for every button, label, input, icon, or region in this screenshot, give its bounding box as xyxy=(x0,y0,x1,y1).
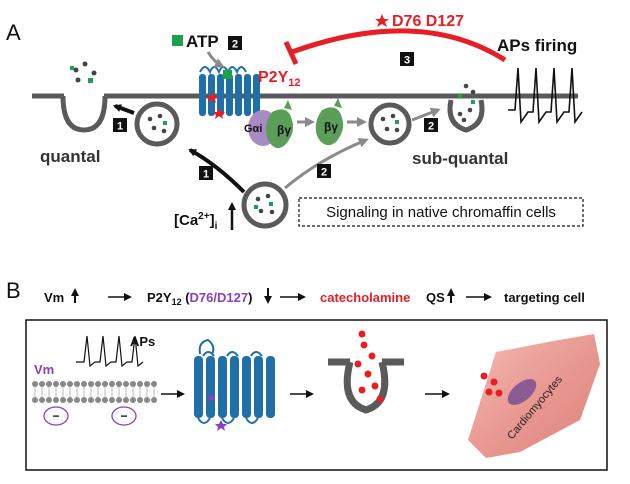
g-protein-complex xyxy=(248,100,294,149)
vesicle-quantal-docked xyxy=(134,101,180,147)
d127-site-b xyxy=(215,420,227,431)
arrow-quantal-path xyxy=(188,148,246,194)
mutation-label-a: D76 D127 xyxy=(392,13,464,30)
step-badge-2-atp: 2 xyxy=(228,36,242,51)
svg-text:1: 1 xyxy=(117,121,123,133)
panel-b-frame xyxy=(25,319,608,471)
flow-targeting-cell: targeting cell xyxy=(504,290,585,305)
inhibition-arc xyxy=(291,28,507,63)
signaling-box-text: Signaling in native chromaffin cells xyxy=(326,204,556,221)
mutation-star-a xyxy=(375,14,389,27)
catecholamine-dots xyxy=(354,330,384,403)
svg-text:1: 1 xyxy=(203,169,209,181)
vm-label-inner: Vm xyxy=(34,362,54,377)
step-badge-1-bottom: 1 xyxy=(199,166,213,181)
g-alpha-label: Gαi xyxy=(244,123,262,135)
p2y12-label-a: P2Y12 xyxy=(258,69,301,89)
flow-vm: Vm xyxy=(44,290,64,305)
lipid-bilayer xyxy=(32,381,157,403)
step-badge-1-top: 1 xyxy=(113,118,127,133)
aps-label-b: APs xyxy=(130,334,155,349)
fused-vesicle-quantal xyxy=(60,95,108,133)
p2y12-receptor-b xyxy=(194,338,275,424)
arrow-atp-binding xyxy=(206,51,225,68)
beta-gamma-label-2: βγ xyxy=(324,120,338,134)
ap-trace-a xyxy=(508,67,583,125)
d127-site-star xyxy=(213,108,225,119)
beta-gamma-label-1: βγ xyxy=(277,123,291,137)
svg-text:2: 2 xyxy=(232,39,238,51)
calcium-label: [Ca2+]i xyxy=(174,211,218,232)
beta-gamma-free xyxy=(315,98,344,146)
svg-text:−: − xyxy=(52,409,59,423)
arrow-subquantal-path xyxy=(284,138,369,190)
atp-label: ATP xyxy=(186,32,219,51)
svg-text:3: 3 xyxy=(404,55,410,67)
flow-catecholamine: catecholamine xyxy=(320,290,410,305)
quantal-label: quantal xyxy=(40,147,100,166)
catecholamine-dots-target xyxy=(480,372,503,397)
atp-icon xyxy=(172,35,183,46)
ap-trace-b xyxy=(76,335,144,368)
cardiomyocyte xyxy=(468,334,600,458)
panel-a-label: A xyxy=(6,20,21,45)
arrow-quantal-fusion xyxy=(113,104,135,115)
vesicle-subquantal-pore xyxy=(447,83,485,133)
atp-bound-marker xyxy=(223,70,232,79)
p2y12-receptor-a xyxy=(199,66,261,129)
arrow-subquantal-fusion xyxy=(411,107,441,122)
svg-text:2: 2 xyxy=(428,121,434,133)
step-badge-2-bottom: 2 xyxy=(317,164,331,179)
vesicle-cytosolic xyxy=(241,181,289,229)
sub-quantal-label: sub-quantal xyxy=(412,149,508,168)
inhibition-bar xyxy=(283,40,299,66)
flow-p2y12: P2Y12 (D76/D127) xyxy=(147,290,252,307)
svg-text:−: − xyxy=(120,409,127,423)
d76-site-b xyxy=(208,395,214,401)
step-badge-3: 3 xyxy=(400,52,414,67)
panel-b-label: B xyxy=(6,278,21,303)
signaling-box xyxy=(298,197,584,227)
negative-charge-2: − xyxy=(111,406,137,426)
negative-charge-1: − xyxy=(43,406,69,426)
vesicle-subquantal-docked xyxy=(368,102,412,146)
exocytosis-vesicle-b xyxy=(328,358,404,414)
svg-text:2: 2 xyxy=(321,167,327,179)
d76-site-star xyxy=(206,92,218,103)
step-badge-2-right: 2 xyxy=(424,118,438,133)
aps-firing-label: APs firing xyxy=(497,36,577,55)
released-granules-quantal xyxy=(70,61,97,83)
flow-qs: QS xyxy=(426,290,445,305)
